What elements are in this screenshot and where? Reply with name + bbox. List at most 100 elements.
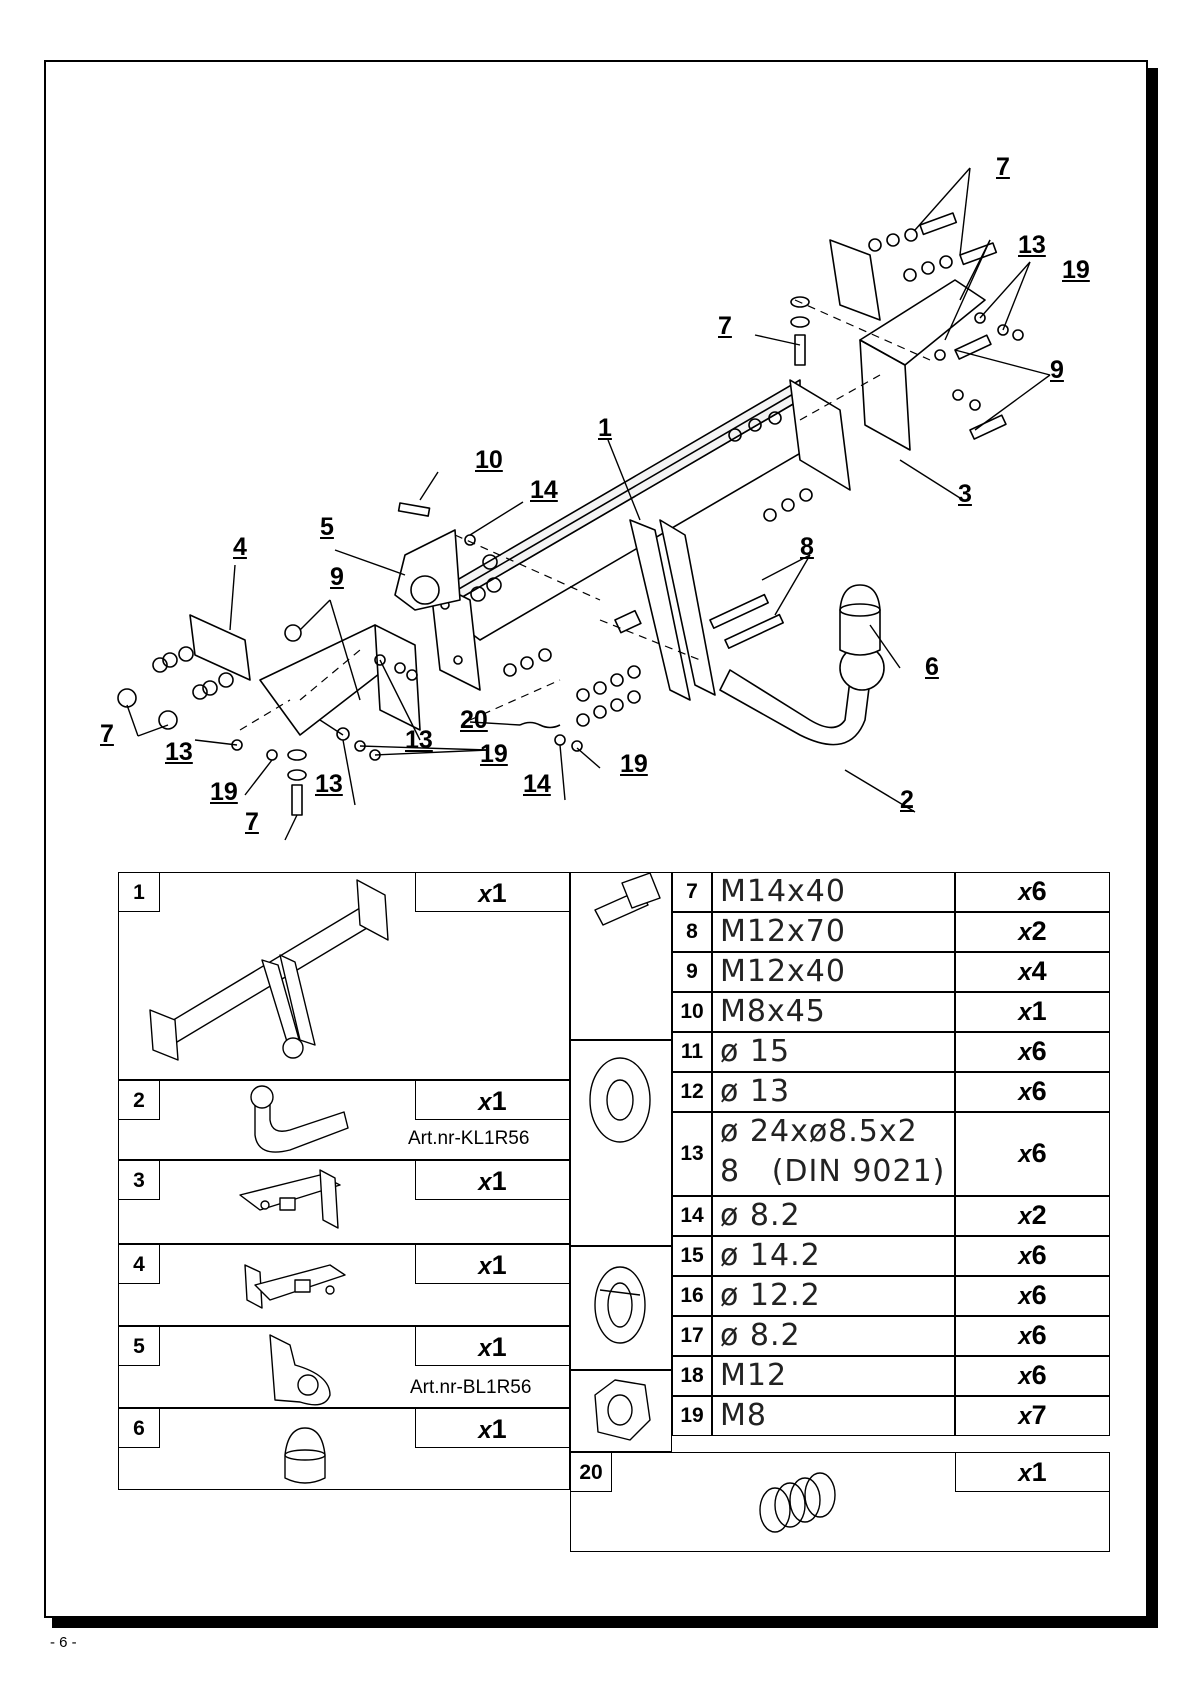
- part-number: 10: [680, 1000, 704, 1023]
- part-qty: x6: [1018, 1360, 1047, 1390]
- callout-7: 7: [245, 808, 259, 836]
- part-number-cell: [672, 992, 712, 1032]
- part-qty-cell: [955, 912, 1110, 952]
- part-qty-cell: [955, 1112, 1110, 1196]
- part-spec: M14x40: [720, 874, 846, 909]
- callout-20: 20: [460, 706, 488, 734]
- part-qty-cell: [955, 1236, 1110, 1276]
- crossbar-right-plate: [789, 379, 851, 491]
- part-number: 5: [133, 1335, 145, 1358]
- part-spec-cell: [712, 1072, 955, 1112]
- part-spec: M8x45: [720, 994, 826, 1029]
- callout-2: 2: [900, 786, 914, 814]
- part-qty: x6: [1018, 1138, 1047, 1168]
- part-qty: x7: [1018, 1400, 1047, 1430]
- part-spec-cell: [712, 1276, 955, 1316]
- article-number: Art.nr-KL1R56: [408, 1128, 530, 1149]
- part-number-cell: [672, 1032, 712, 1072]
- part-number: 20: [579, 1461, 603, 1484]
- part-number-cell: [672, 1276, 712, 1316]
- thumb-cap: [284, 1427, 326, 1484]
- center-bracket: [629, 519, 691, 701]
- callout-4: 4: [233, 533, 247, 561]
- callout-19: 19: [1062, 256, 1090, 284]
- page-number: - 6 -: [50, 1634, 77, 1651]
- thumb-bracket-4: [244, 1264, 346, 1309]
- part-number: 3: [133, 1169, 145, 1192]
- part-spec: ø 24xø8.5x2: [720, 1114, 918, 1149]
- callout-7: 7: [718, 312, 732, 340]
- part-spec-cell: [712, 992, 955, 1032]
- part-qty-cell: [955, 1356, 1110, 1396]
- part-number: 16: [680, 1284, 704, 1307]
- callout-13: 13: [1018, 231, 1046, 259]
- part-spec-cell: [712, 1396, 955, 1436]
- bolts-washers: [117, 212, 1024, 816]
- part-qty: x1: [478, 1332, 507, 1362]
- part-spec-cell: [712, 1236, 955, 1276]
- part-qty-cell: [955, 952, 1110, 992]
- thumb-spring-washer: [594, 1266, 646, 1344]
- callout-13: 13: [165, 738, 193, 766]
- part-spec-cell: [712, 1032, 955, 1072]
- callout-9: 9: [330, 563, 344, 591]
- part-number: 12: [680, 1080, 704, 1103]
- callout-13: 13: [315, 770, 343, 798]
- part-spec-cell: [712, 1316, 955, 1356]
- part-number-cell: [672, 1356, 712, 1396]
- part-spec: ø 8.2: [720, 1198, 801, 1233]
- part-qty: x1: [478, 1086, 507, 1116]
- part-number: 11: [680, 1040, 704, 1063]
- part-spec: ø 13: [720, 1074, 791, 1109]
- part-spec: M12: [720, 1358, 788, 1393]
- part-qty: x1: [1018, 996, 1047, 1026]
- callout-3: 3: [958, 480, 972, 508]
- part-number-cell: [672, 952, 712, 992]
- part-number-cell: [672, 872, 712, 912]
- part-number-cell: [672, 1316, 712, 1356]
- callout-19: 19: [210, 778, 238, 806]
- part-spec-cell: [712, 1196, 955, 1236]
- ball-cap: [839, 584, 881, 656]
- part-qty: x1: [478, 1414, 507, 1444]
- thumb-bracket-5: [269, 1334, 331, 1406]
- part-number-cell: [672, 912, 712, 952]
- part-spec: ø 14.2: [720, 1238, 821, 1273]
- part-qty-cell: [955, 992, 1110, 1032]
- callout-10: 10: [475, 446, 503, 474]
- part-qty-cell: [955, 1196, 1110, 1236]
- thumb-nut: [594, 1379, 651, 1441]
- part-spec: ø 8.2: [720, 1318, 801, 1353]
- callout-7: 7: [996, 153, 1010, 181]
- callout-1: 1: [598, 414, 612, 442]
- part-number: 9: [686, 960, 698, 983]
- part-number: 2: [133, 1089, 145, 1112]
- callout-19: 19: [620, 750, 648, 778]
- part-qty-cell: [955, 1316, 1110, 1356]
- part-number: 6: [133, 1417, 145, 1440]
- part-qty-cell: [955, 1072, 1110, 1112]
- part-number: 15: [680, 1244, 704, 1267]
- part-spec-cell: [712, 912, 955, 952]
- thumb-crossbar: [149, 879, 389, 1061]
- part-number-cell: [672, 1072, 712, 1112]
- part-qty: x4: [1018, 956, 1047, 986]
- part-number: 8: [686, 920, 698, 943]
- part-number-cell: [672, 1112, 712, 1196]
- callout-14: 14: [523, 770, 551, 798]
- part-qty: x6: [1018, 1320, 1047, 1350]
- part-qty: x6: [1018, 1036, 1047, 1066]
- part-number: 19: [680, 1404, 704, 1427]
- callout-5: 5: [320, 513, 334, 541]
- callout-13: 13: [405, 726, 433, 754]
- part-spec: M8: [720, 1398, 767, 1433]
- part-qty-cell: [955, 1276, 1110, 1316]
- part-spec-standard: 8 (DIN 9021): [720, 1154, 946, 1189]
- part-qty: x1: [1018, 1457, 1047, 1487]
- callout-14: 14: [530, 476, 558, 504]
- part-qty: x1: [478, 1166, 507, 1196]
- part-qty: x1: [478, 878, 507, 908]
- thumb-spring: [759, 1472, 836, 1533]
- part-number-cell: [672, 1236, 712, 1276]
- thumb-washer: [589, 1057, 651, 1143]
